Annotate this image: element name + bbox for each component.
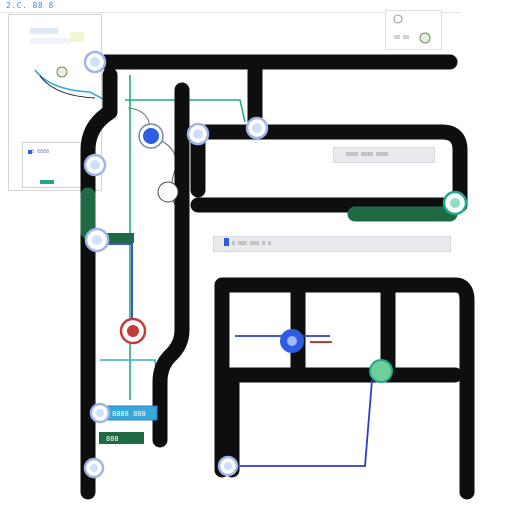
- blue-label-text: 8888 888: [112, 410, 146, 418]
- node-small-gray[interactable]: [157, 181, 179, 203]
- gray-info-bar-2-label: 8 888 888 8 8: [232, 241, 272, 247]
- main-tracks: [80, 54, 475, 500]
- green-segments: [80, 187, 458, 240]
- node-upper-mid[interactable]: [245, 116, 269, 140]
- node-green-mid[interactable]: [369, 359, 393, 383]
- node-bottom-left[interactable]: [83, 457, 105, 479]
- green-label-box: 888: [99, 432, 144, 444]
- node-top-left[interactable]: [83, 50, 107, 74]
- node-left-low[interactable]: [89, 402, 111, 424]
- top-right-panel-label: 88 88: [394, 35, 410, 41]
- node-red[interactable]: [119, 317, 147, 345]
- left-info-panel-label: 8 8888: [31, 149, 50, 155]
- node-mid-blue[interactable]: [280, 329, 304, 353]
- panel-widgets: [28, 14, 431, 246]
- node-left-mid[interactable]: [84, 227, 110, 253]
- node-bottom-mid[interactable]: [217, 455, 239, 477]
- node-right-green[interactable]: [442, 190, 468, 216]
- thin-connectors: [34, 69, 246, 411]
- gray-info-bar-1-label: 8888 8888 8888: [346, 152, 389, 158]
- header-title: 2.C. 88 8: [6, 1, 54, 10]
- green-label-box-2: [104, 233, 134, 243]
- node-center-blue[interactable]: [138, 123, 164, 149]
- gray-info-bar-2: 8 888 888 8 8: [213, 236, 451, 252]
- node-junction-top[interactable]: [186, 122, 210, 146]
- gray-info-bar-1: 8888 8888 8888: [333, 147, 435, 163]
- node-left-column[interactable]: [83, 153, 107, 177]
- green-label-text: 888: [106, 435, 119, 443]
- left-info-panel: 8 8888: [22, 142, 82, 188]
- header-divider: [0, 12, 460, 13]
